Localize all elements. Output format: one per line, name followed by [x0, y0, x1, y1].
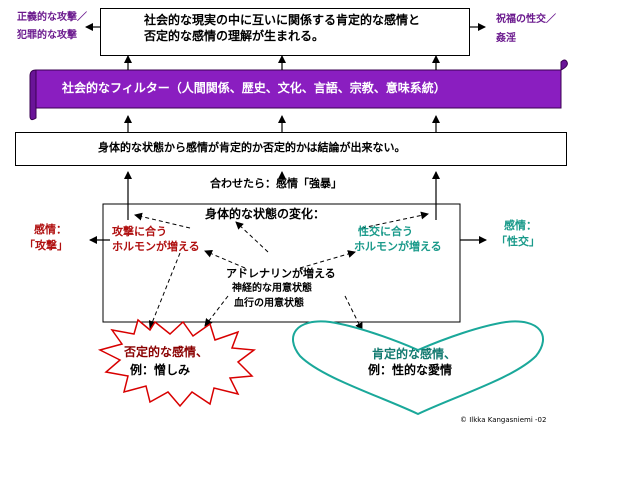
dashed-adrenaline-to-negative [204, 295, 229, 327]
left-hormone-line2: ホルモンが増える [112, 240, 200, 253]
right-hormone-line2: ホルモンが増える [354, 240, 442, 253]
body-state-box [15, 132, 567, 166]
social-reality-line2: 否定的な感情の理解が生まれる。 [144, 29, 325, 43]
top-left-label-line2: 犯罪的な攻撃 [17, 30, 77, 41]
body-state-text: 身体的な状態から感情が肯定的か否定的かは結論が出来ない。 [98, 141, 406, 154]
dashed-right-hormone-to-title [361, 211, 429, 229]
positive-heart-shape [292, 320, 544, 416]
adrenaline-line1: アドレナリンが増える [226, 267, 336, 280]
dashed-adrenaline-to-right-hormone [299, 250, 356, 269]
copyright-text: © Ilkka Kangasniemi -02 [460, 416, 547, 424]
positive-emotion-line1: 肯定的な感情、 [372, 347, 457, 361]
dashed-left-hormone-to-title [134, 212, 191, 229]
dashed-left-hormone-to-negative [148, 252, 181, 329]
dashed-adrenaline-to-left-hormone [204, 250, 246, 269]
positive-emotion-line2: 例：性的な愛情 [368, 363, 453, 377]
top-right-label-line2: 姦淫 [496, 33, 516, 44]
right-emotion-line2: 「性交」 [496, 235, 540, 248]
left-emotion-line2: 「攻撃」 [24, 239, 68, 252]
adrenaline-line3: 血行の用意状態 [234, 298, 304, 309]
negative-emotion-line1: 否定的な感情、 [124, 345, 209, 359]
adrenaline-line2: 神経的な用意状態 [232, 283, 312, 294]
right-emotion-line1: 感情： [504, 219, 537, 232]
social-reality-box [100, 8, 470, 56]
top-right-label-line1: 祝福の性交／ [496, 14, 556, 25]
body-change-box-frame [102, 203, 461, 323]
left-emotion-line1: 感情： [34, 223, 67, 236]
social-filter-banner-shape [29, 59, 568, 121]
dashed-adrenaline-to-positive [344, 295, 363, 331]
right-hormone-line1: 性交に合う [358, 225, 413, 238]
social-reality-line1: 社会的な現実の中に互いに関係する肯定的な感情と [144, 13, 421, 27]
left-hormone-line1: 攻撃に合う [112, 225, 167, 238]
social-filter-banner-text: 社会的なフィルター（人間関係、歴史、文化、言語、宗教、意味系統） [62, 81, 446, 95]
combined-emotion-label: 合わせたら：感情「強暴」 [210, 177, 342, 190]
negative-burst-shape [97, 318, 257, 408]
negative-emotion-line2: 例：憎しみ [130, 363, 191, 377]
body-change-title: 身体的な状態の変化： [205, 207, 326, 221]
dashed-mid-to-title [235, 221, 269, 253]
top-left-label-line1: 正義的な攻撃／ [17, 12, 87, 23]
